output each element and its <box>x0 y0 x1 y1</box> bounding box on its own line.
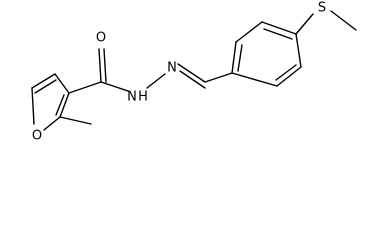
hydrazone-linkage <box>146 63 206 89</box>
imine-nitrogen-label: N <box>167 61 177 76</box>
carbonyl-group <box>68 48 129 94</box>
thioether-group <box>295 10 357 35</box>
furan-ring <box>31 73 70 131</box>
methyl-bond <box>59 116 92 125</box>
chemical-structure: O N H N S O <box>31 1 357 144</box>
amide-nitrogen-label: N <box>127 90 137 105</box>
carbonyl-oxygen-label: O <box>96 31 106 46</box>
sulfur-label: S <box>318 1 326 16</box>
furan-oxygen-label: O <box>32 129 42 144</box>
amide-hydrogen-label: H <box>138 90 148 105</box>
benzene-ring <box>204 21 302 87</box>
